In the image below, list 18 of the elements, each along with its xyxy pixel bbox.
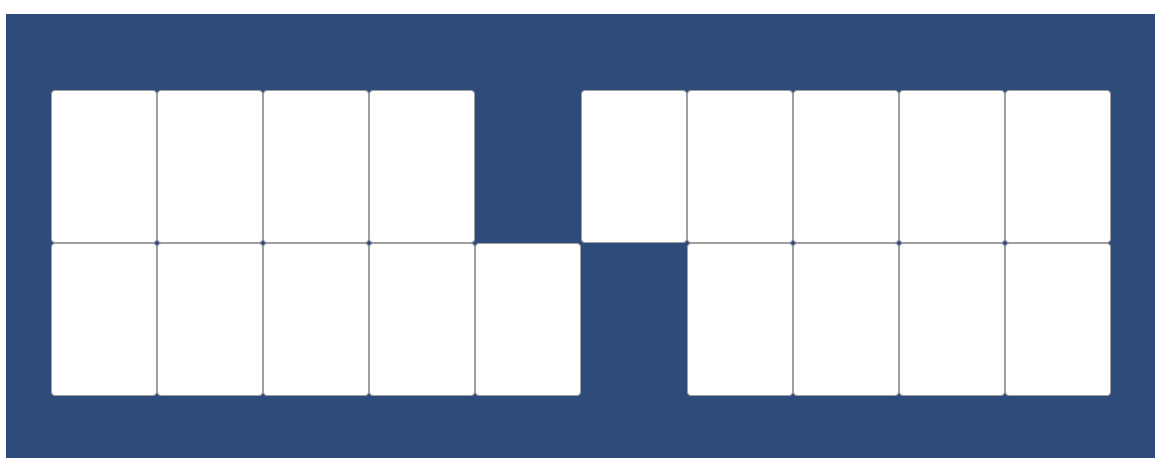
blank-card (581, 90, 687, 243)
blank-card (1005, 90, 1111, 243)
blank-card (687, 243, 793, 396)
blank-card (475, 243, 581, 396)
blank-card (51, 90, 157, 243)
blank-card (899, 243, 1005, 396)
blank-card (793, 243, 899, 396)
blank-card (1005, 243, 1111, 396)
blank-card (157, 90, 263, 243)
blank-card (793, 90, 899, 243)
blank-card (157, 243, 263, 396)
blank-card (899, 90, 1005, 243)
blank-card (369, 243, 475, 396)
blank-card (687, 90, 793, 243)
blank-card (263, 90, 369, 243)
blank-card (369, 90, 475, 243)
blank-card (51, 243, 157, 396)
blank-card (263, 243, 369, 396)
